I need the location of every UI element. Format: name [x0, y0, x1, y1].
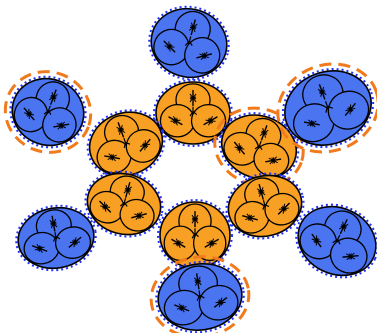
cluster-blue-left [0, 60, 102, 165]
cluster-blue-top [141, 0, 237, 88]
cluster-blue-lower-left [11, 200, 101, 277]
